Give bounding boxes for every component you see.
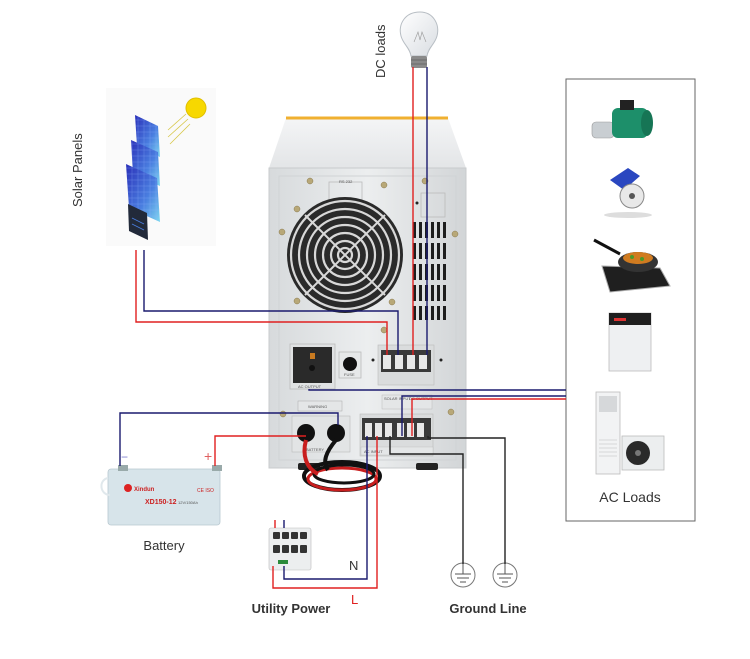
bulb-base — [411, 56, 427, 68]
battery-spec: 12V/150Ah — [178, 500, 198, 505]
ac-loads-label: AC Loads — [599, 489, 660, 505]
light-bulb-icon — [399, 11, 439, 57]
battery-negative-wire — [119, 412, 339, 466]
battery-terminal-positive — [212, 465, 222, 471]
battery-port: BATTERY — [291, 415, 351, 453]
water-pump-icon — [591, 100, 653, 139]
dc-out-port — [420, 192, 446, 218]
sun-rays — [167, 113, 191, 145]
utility-live-wire — [272, 436, 378, 589]
battery-handle — [100, 477, 111, 496]
battery-port-label: BATTERY — [306, 447, 324, 452]
dc-loads-label: DC loads — [373, 24, 388, 78]
ac-load-live-wire — [411, 398, 566, 436]
ac-input-label: AC INPUT — [364, 449, 383, 454]
dc-load-bulb: DC loads — [373, 11, 439, 78]
battery-terminal-negative — [118, 465, 128, 471]
fuse-label: FUSE — [344, 372, 355, 377]
battery-cert: CE ISO — [197, 488, 214, 494]
battery-minus-sign: − — [121, 450, 128, 464]
battery-body — [107, 468, 221, 526]
battery-plus-sign: + — [204, 448, 212, 464]
solar-panels: Solar Panels — [70, 88, 216, 246]
utility-breaker: Utility Power — [252, 527, 331, 616]
ac-output-wire — [308, 389, 566, 391]
rs232-label: RS 232 — [339, 179, 353, 184]
ac-loads-box: AC Loads — [565, 78, 696, 522]
neutral-label: N — [349, 558, 358, 573]
warning-label — [297, 400, 343, 412]
wires — [119, 67, 566, 589]
inverter-foot-right — [416, 463, 438, 470]
induction-cooker-icon — [593, 238, 671, 293]
solar-input-label: SOLAR INPUT — [384, 396, 411, 401]
air-conditioner-icon — [595, 391, 665, 475]
ground-icon-1 — [450, 562, 476, 588]
warning-text: WARNING — [308, 404, 327, 409]
terminal-block-top — [371, 344, 443, 386]
battery-positive-wire — [214, 435, 306, 466]
solar-positive-wire — [135, 250, 388, 355]
cooling-fan — [287, 197, 403, 313]
ground-wire-2 — [427, 436, 506, 564]
ground-wire-1 — [389, 436, 464, 564]
vent-slots — [413, 222, 446, 320]
circular-saw-icon — [604, 168, 652, 218]
sun-icon — [185, 97, 207, 119]
ac-output-socket: AC OUTPUT — [289, 343, 336, 390]
battery-cable-coil — [302, 438, 382, 492]
battery: Xindun XD150-12 12V/150Ah CE ISO − + Bat… — [100, 448, 222, 553]
battery-brand: Xindun — [134, 487, 155, 493]
inverter-top — [269, 118, 466, 168]
charge-controller-icon — [128, 204, 148, 240]
washing-machine-icon — [608, 312, 652, 372]
ac-output-label: AC OUTPUT — [298, 384, 322, 389]
ac-load-neutral-wire — [401, 395, 566, 436]
ground-symbols: Ground Line — [449, 562, 527, 616]
inverter: RS 232 — [268, 116, 467, 492]
fuse-holder: FUSE — [338, 351, 362, 379]
battery-label: Battery — [143, 538, 185, 553]
live-label: L — [351, 592, 358, 607]
utility-neutral-wire — [283, 436, 368, 580]
battery-model: XD150-12 — [145, 499, 177, 506]
solar-panels-label: Solar Panels — [70, 133, 85, 207]
ground-line-label: Ground Line — [449, 601, 526, 616]
terminal-block-bottom: AC INPUT — [359, 413, 434, 457]
utility-power-label: Utility Power — [252, 601, 331, 616]
ground-icon-2 — [492, 562, 518, 588]
battery-brand-logo — [124, 484, 132, 492]
solar-negative-wire — [143, 250, 399, 355]
